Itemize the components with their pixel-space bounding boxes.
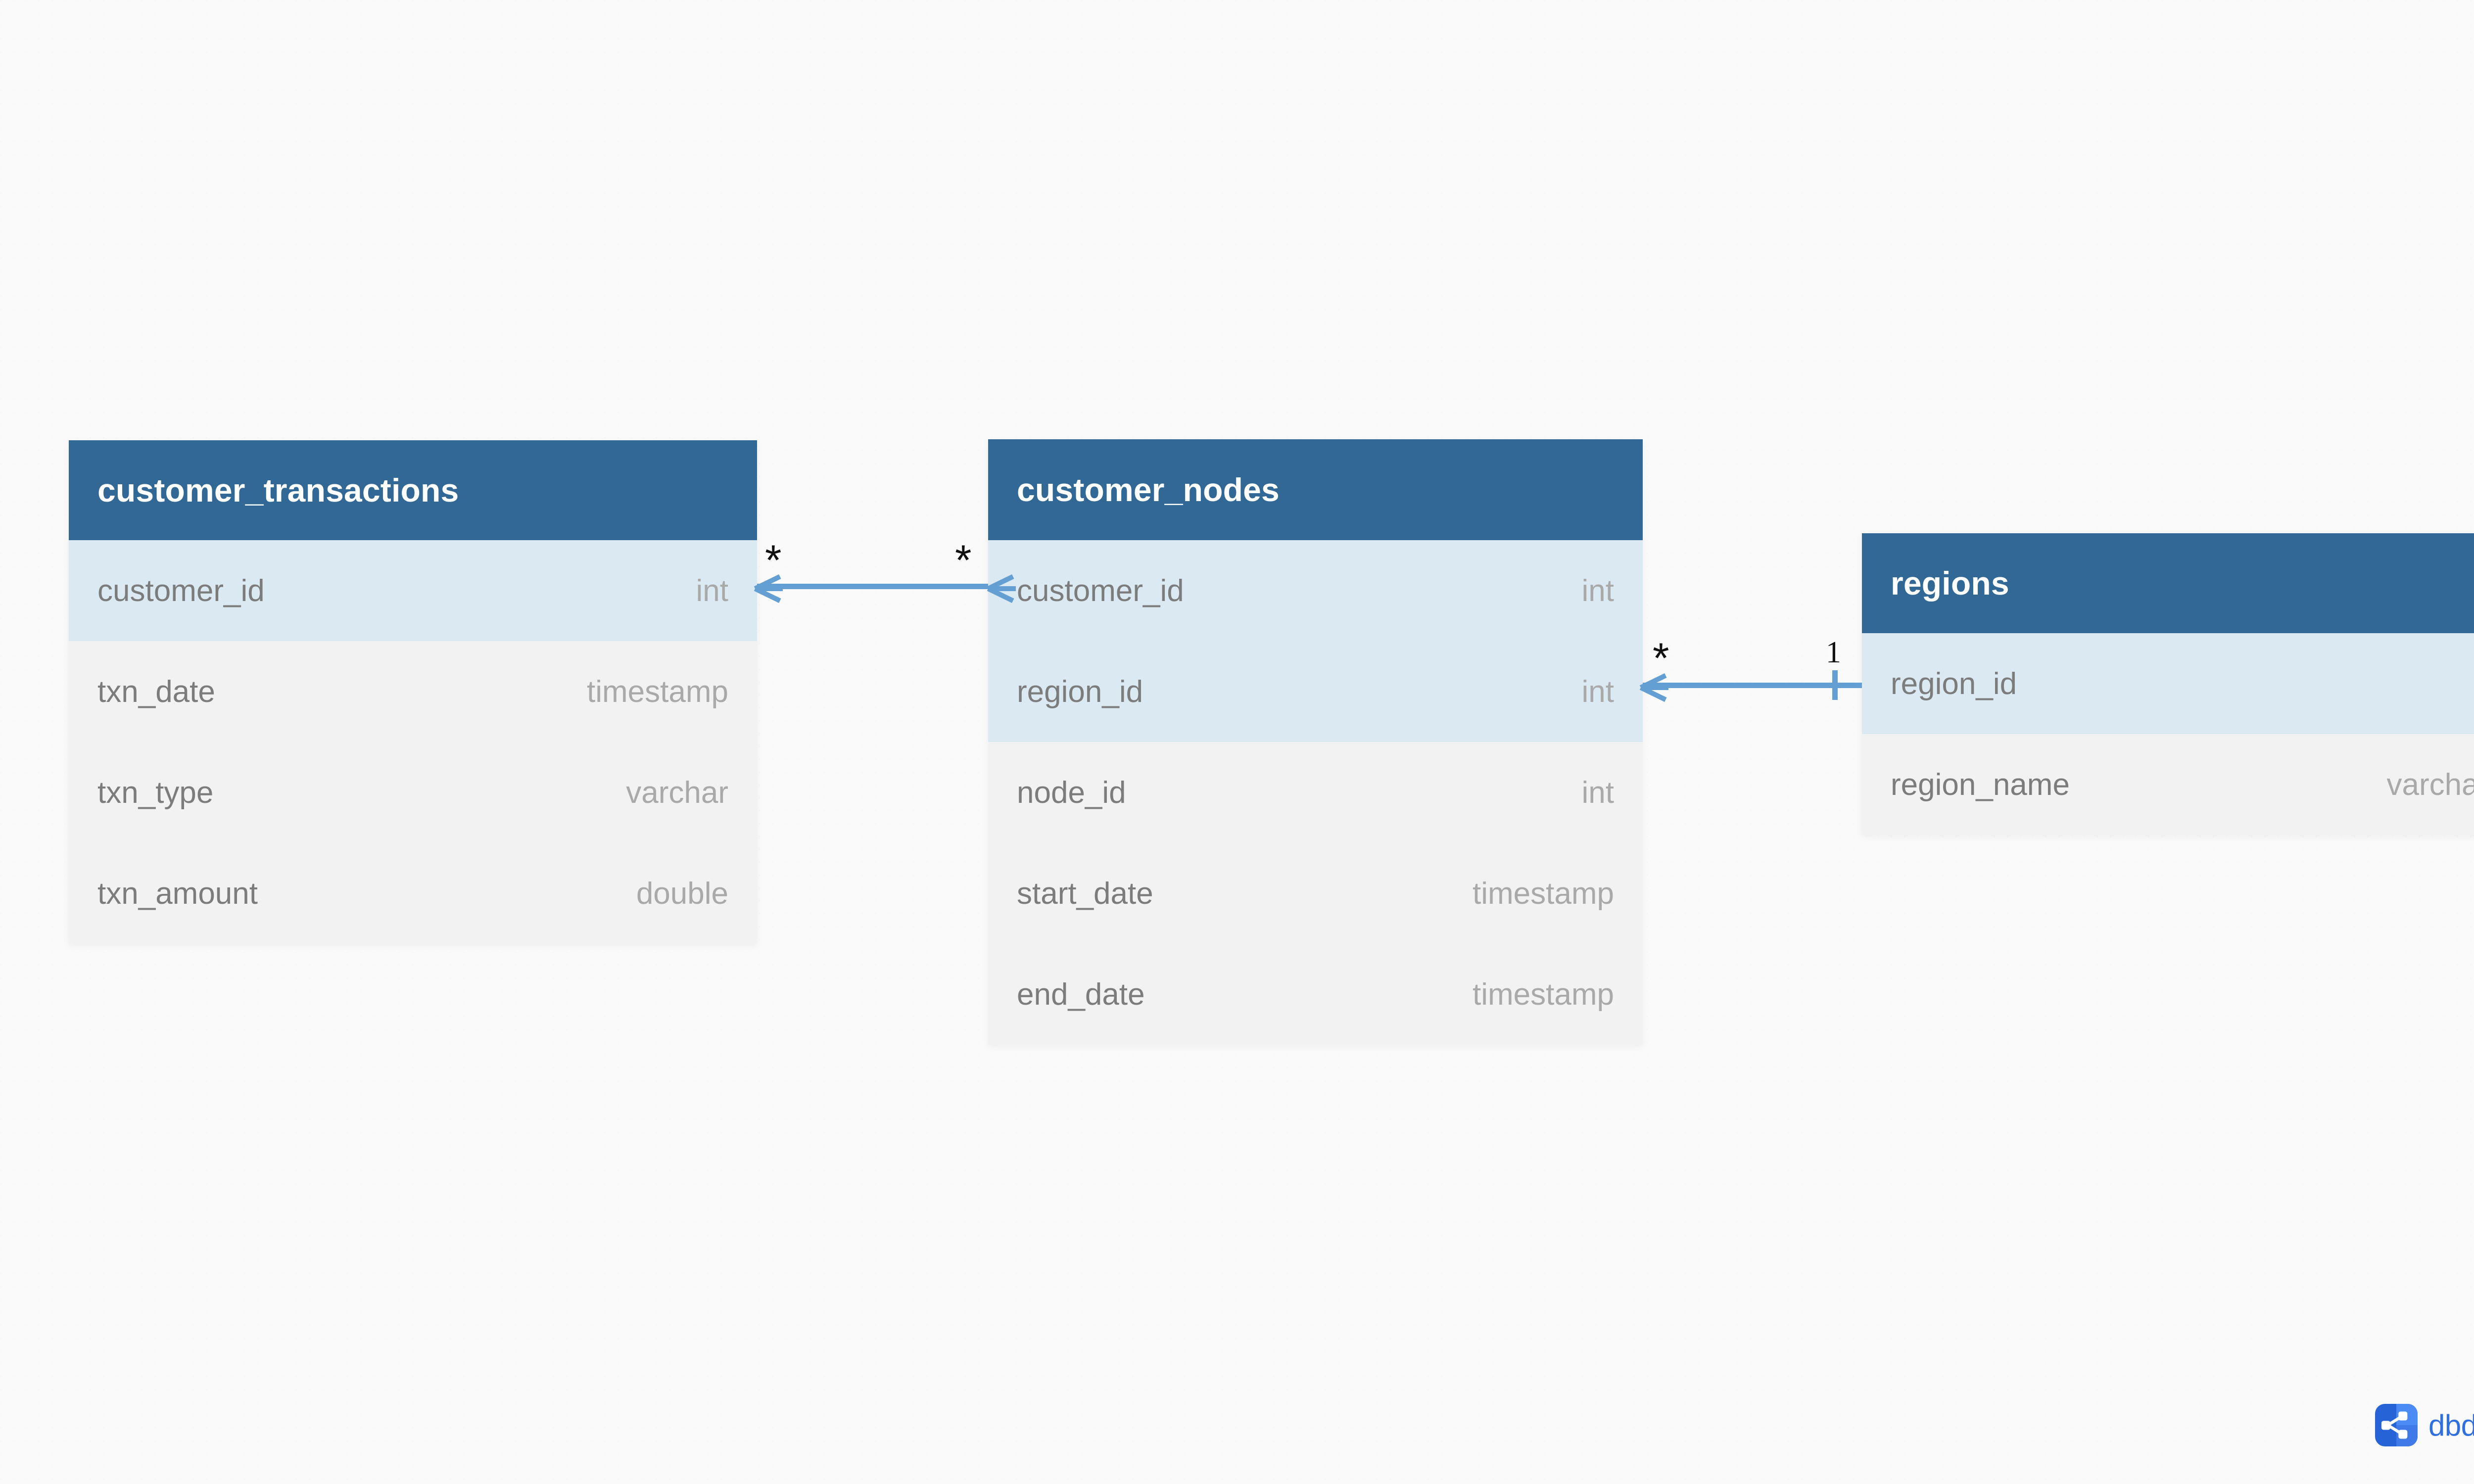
- cardinality-label-many: *: [1653, 635, 1669, 682]
- table-row[interactable]: start_date timestamp: [988, 843, 1643, 944]
- field-type: timestamp: [1473, 876, 1614, 911]
- cardinality-label-many: *: [955, 537, 972, 584]
- field-name: txn_type: [97, 775, 214, 810]
- field-name: region_name: [1891, 767, 2070, 802]
- table-row[interactable]: txn_type varchar: [69, 742, 757, 843]
- logo-text: dbdiagram.io: [2428, 1408, 2474, 1442]
- table-row[interactable]: region_id int: [988, 641, 1643, 742]
- entity-table-header-customer-nodes[interactable]: customer_nodes: [988, 439, 1643, 540]
- table-row[interactable]: customer_id int: [988, 540, 1643, 641]
- entity-table-regions[interactable]: regions region_id int region_name varcha…: [1862, 533, 2474, 835]
- entity-table-customer-transactions[interactable]: customer_transactions customer_id int tx…: [69, 440, 757, 944]
- entity-table-header-customer-transactions[interactable]: customer_transactions: [69, 440, 757, 540]
- relationship-line[interactable]: [757, 584, 988, 589]
- table-row[interactable]: region_id int: [1862, 633, 2474, 734]
- field-type: int: [1581, 775, 1614, 810]
- field-name: txn_amount: [97, 876, 258, 911]
- entity-table-header-regions[interactable]: regions: [1862, 533, 2474, 633]
- field-name: customer_id: [97, 573, 265, 608]
- field-type: int: [1581, 573, 1614, 608]
- table-row[interactable]: customer_id int: [69, 540, 757, 641]
- cardinality-label-one: 1: [1826, 636, 1841, 669]
- table-row[interactable]: txn_amount double: [69, 843, 757, 944]
- field-name: region_id: [1891, 666, 2017, 701]
- cardinality-label-many: *: [765, 537, 782, 584]
- field-name: node_id: [1017, 775, 1126, 810]
- field-type: int: [696, 573, 728, 608]
- crow-foot-icon: [1639, 670, 1668, 702]
- field-type: double: [636, 876, 728, 911]
- one-tick-icon: [1832, 670, 1838, 700]
- relationship-line[interactable]: [1643, 683, 1862, 688]
- dbdiagram-logo[interactable]: dbdiagram.io: [2375, 1404, 2474, 1446]
- table-row[interactable]: txn_date timestamp: [69, 641, 757, 742]
- field-name: region_id: [1017, 674, 1143, 709]
- field-type: int: [1581, 674, 1614, 709]
- entity-table-customer-nodes[interactable]: customer_nodes customer_id int region_id…: [988, 439, 1643, 1045]
- field-name: end_date: [1017, 977, 1145, 1012]
- crow-foot-icon: [754, 571, 783, 603]
- field-name: txn_date: [97, 674, 215, 709]
- field-type: varchar: [626, 775, 728, 810]
- share-nodes-icon: [2375, 1404, 2418, 1446]
- field-type: timestamp: [587, 674, 728, 709]
- field-type: timestamp: [1473, 977, 1614, 1012]
- table-row[interactable]: end_date timestamp: [988, 944, 1643, 1045]
- table-row[interactable]: region_name varchar(9): [1862, 734, 2474, 835]
- field-name: start_date: [1017, 876, 1153, 911]
- field-type: varchar(9): [2386, 767, 2474, 802]
- field-name: customer_id: [1017, 573, 1184, 608]
- table-row[interactable]: node_id int: [988, 742, 1643, 843]
